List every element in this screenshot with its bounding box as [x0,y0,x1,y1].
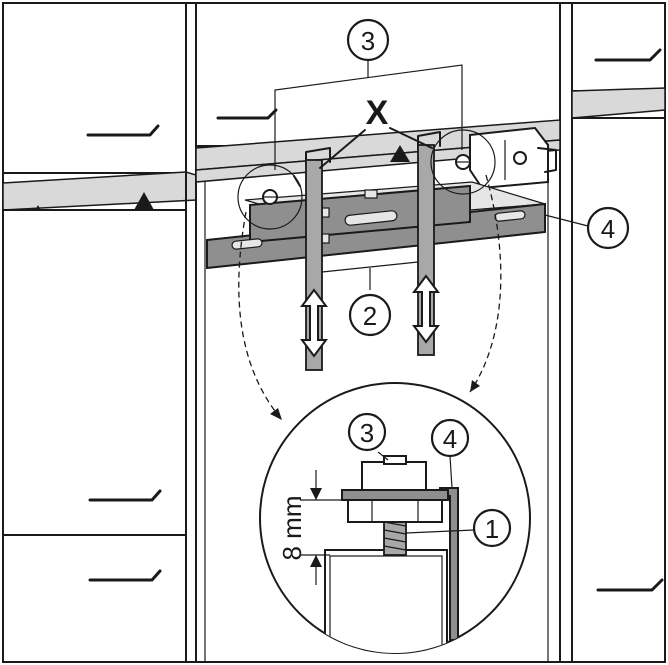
callout-2 [348,293,392,337]
left-upper-door-handle [86,124,160,137]
right-screw-highlight [430,129,496,195]
callout-1-leader [405,529,475,534]
center-level-marker [390,145,410,162]
left-screw-highlight [237,164,303,230]
x-pointer-left [319,129,366,169]
appliance-top-hinge [469,126,557,190]
detail-magnifier: 8 mm 3 4 1 [259,382,531,654]
callout-3-top-group: 3 [274,18,463,170]
bracket-slot-center [344,210,398,226]
callout-1 [472,508,512,548]
callout-4-right-label: 4 [601,214,615,244]
hinge-clip [537,147,557,173]
callout-3-detail-leader [377,451,389,461]
screw-markers [237,127,496,230]
detail-screw-top [383,455,407,465]
x-pointer-left-screw [293,175,301,187]
callout-4-right-leader [544,214,589,227]
callout-2-group: 2 [348,293,392,337]
callout-2-label: 2 [363,301,377,331]
center-upper-door-handle [216,108,278,120]
bracket-slot-left [231,238,263,250]
left-adjust-arrow [300,288,328,358]
left-rod-hook [305,147,331,166]
dim-arrow-top [310,488,322,500]
detail-appliance-inner [329,555,443,653]
bolt-thread-4 [383,545,407,551]
hinge-plate [469,126,549,190]
bracket-hole-5 [364,189,378,199]
x-pointer-right [389,127,433,149]
callout-4-detail-leader [449,455,453,489]
left-middle-door-handle [88,489,162,502]
callout-4-detail [430,418,470,458]
callout-4-right [586,206,630,250]
callout-3-detail [347,412,387,452]
left-upper-door [2,2,187,174]
dimension-label: 8 mm [277,496,307,561]
left-lower-door-handle [88,569,162,582]
dim-arrow-bottom [310,555,322,567]
detail-projection-left [238,211,283,421]
right-cabinet-column [559,2,666,663]
right-upper-door [571,2,666,92]
callout-3-top [346,18,390,62]
right-ledge [571,87,666,119]
detail-washer [341,489,449,501]
hinge-screw [513,151,527,165]
left-cabinet-column [2,2,197,663]
callout-4-detail-label: 4 [443,424,457,454]
left-lower-door [2,534,187,663]
callout-1-label: 1 [485,514,499,544]
right-upper-door-handle [594,48,662,62]
right-lower-door [571,117,666,663]
right-adjust-arrow [412,274,440,344]
bolt-thread-3 [383,537,407,543]
detail-content [300,455,459,653]
callout-x-label: X [366,94,389,132]
callout-4-right-group: 4 [544,206,630,250]
callout-3-detail-label: 3 [360,418,374,448]
callout-3-top-label: 3 [361,26,375,56]
callout-2-leader-top [321,261,419,273]
bolt-thread-2 [383,529,407,535]
left-level-marker-2 [134,192,154,210]
left-middle-door [2,209,187,536]
detail-nut [347,499,443,523]
detail-projection-right [469,174,502,393]
detail-projection-right-arrow [470,380,480,392]
detail-projection-left-arrow [270,408,282,420]
right-lower-door-handle [596,578,664,592]
detail-screw-head [361,461,427,491]
detail-appliance-body [324,549,448,653]
